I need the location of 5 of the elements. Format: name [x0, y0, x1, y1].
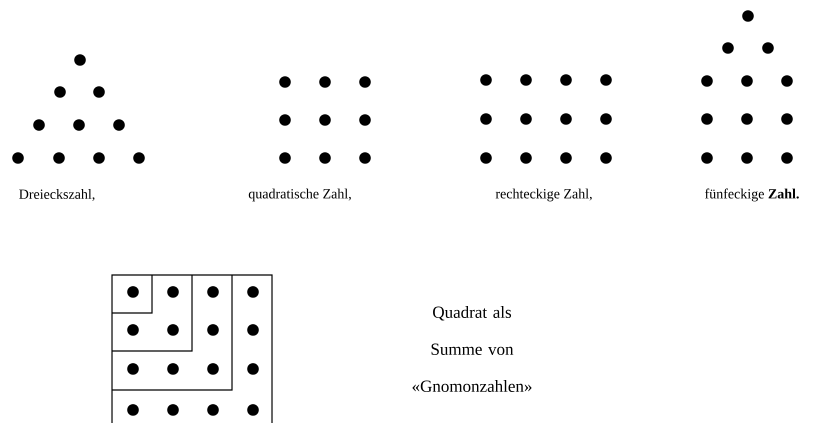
caption: Quadrat als Summe von «Gnomonzahlen» [412, 306, 532, 392]
caption: rechteckige Zahl, [496, 188, 592, 202]
caption: quadratische Zahl, [248, 188, 351, 202]
caption: fünfeckige Zahl. [704, 188, 799, 202]
caption: Dreieckszahl, [19, 189, 94, 201]
